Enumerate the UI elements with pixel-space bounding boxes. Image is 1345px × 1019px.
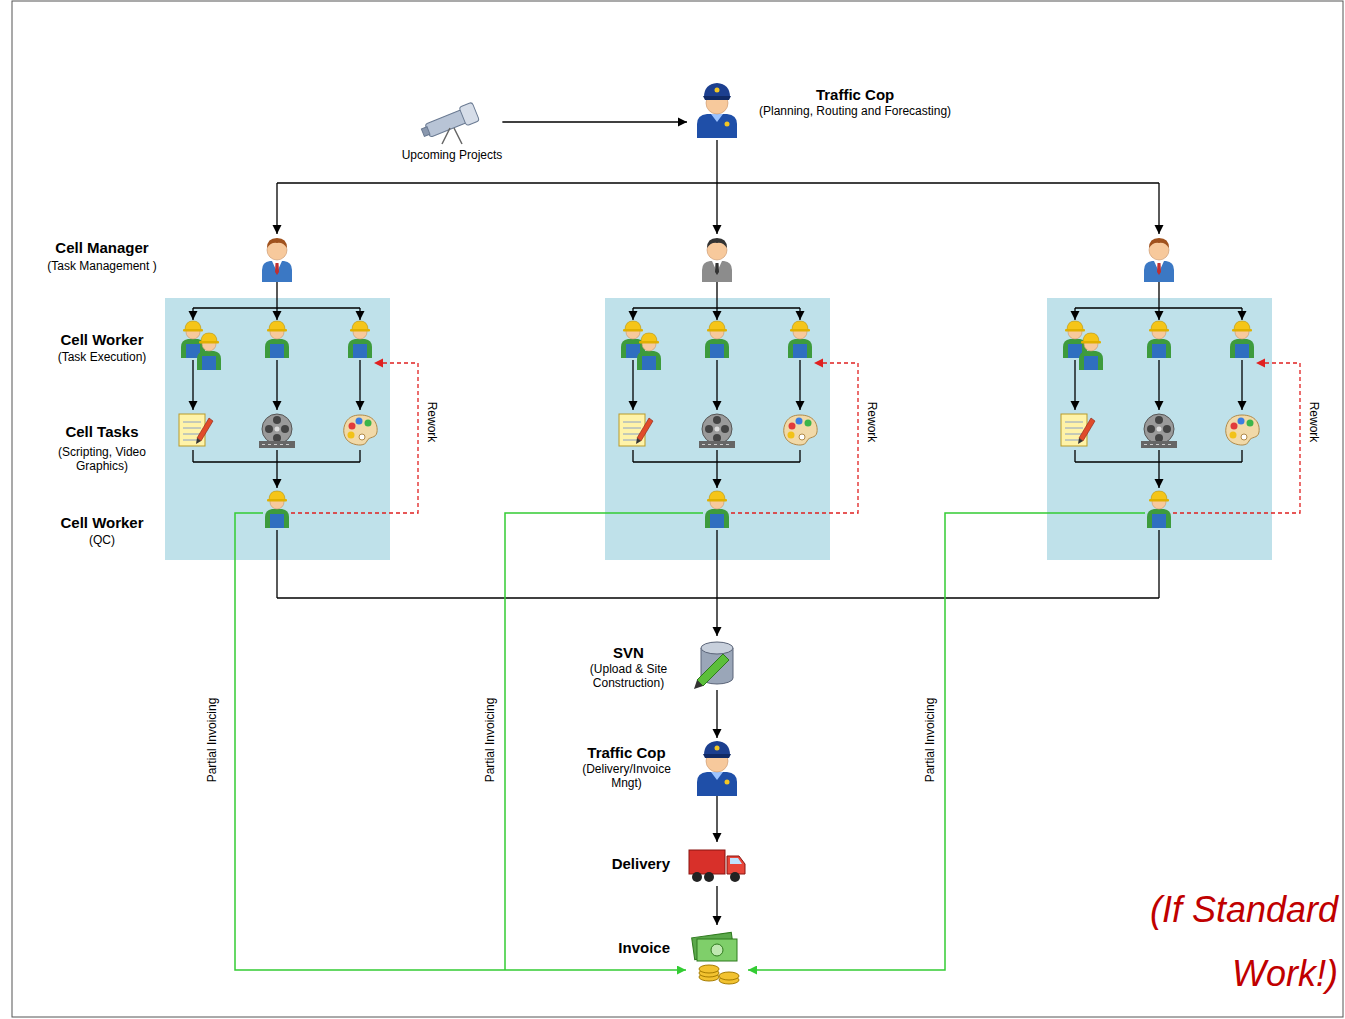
- row-label: Cell Worker: [60, 331, 143, 349]
- row-sublabel: (Scripting, Video Graphics): [52, 445, 152, 473]
- node-subtitle: (Upload & Site Construction): [576, 662, 681, 690]
- money-icon: [692, 932, 739, 984]
- route-wire: [1158, 183, 1159, 234]
- node-title: Invoice: [618, 939, 670, 957]
- rework-label: Rework: [1307, 402, 1321, 443]
- svn-icon: [694, 642, 733, 689]
- work-cell: [605, 282, 858, 598]
- cell-manager-icon: [262, 238, 292, 282]
- flow-arrow: [716, 690, 717, 738]
- rework-label: Rework: [865, 402, 879, 443]
- role-node: Traffic Cop(Planning, Routing and Foreca…: [687, 80, 951, 140]
- work-cell: [165, 282, 418, 598]
- merge-wire: [716, 598, 717, 636]
- node-title: Traffic Cop: [574, 744, 679, 762]
- role-node: SVN(Upload & Site Construction): [576, 638, 745, 690]
- row-sublabel: (Task Management ): [47, 259, 156, 273]
- row-label: Cell Tasks: [65, 423, 138, 441]
- role-node: Invoice: [618, 925, 752, 987]
- node-title: Upcoming Projects: [402, 148, 503, 162]
- traffic-cop-icon: [697, 741, 737, 796]
- role-node: Delivery: [612, 842, 752, 886]
- route-wire: [277, 182, 1159, 183]
- row-sublabel: (QC): [89, 533, 115, 547]
- flow-arrow: [502, 121, 687, 122]
- work-cell: [1047, 282, 1300, 598]
- cell-manager-icon: [1144, 238, 1174, 282]
- node-title: Traffic Cop: [759, 86, 951, 104]
- rework-label: Rework: [425, 402, 439, 443]
- telescope-icon: [419, 102, 479, 144]
- invoice-path-label: Partial Invoicing: [483, 698, 497, 783]
- invoice-path-label: Partial Invoicing: [923, 698, 937, 783]
- node-subtitle: (Delivery/Invoice Mngt): [574, 762, 679, 790]
- route-wire: [276, 183, 277, 234]
- row-label: Cell Manager: [55, 239, 148, 257]
- node-subtitle: (Planning, Routing and Forecasting): [759, 104, 951, 118]
- invoice-wire: [748, 513, 1145, 970]
- node-title: SVN: [576, 644, 681, 662]
- truck-icon: [689, 850, 745, 882]
- flow-arrow: [716, 886, 717, 925]
- invoice-wire: [505, 513, 703, 970]
- note-callout: (If Standard Work!): [1108, 878, 1338, 1006]
- cell-manager-icon: [702, 238, 732, 282]
- page-frame: [12, 1, 1343, 1017]
- node-title: Delivery: [612, 855, 670, 873]
- invoice-path-label: Partial Invoicing: [205, 698, 219, 783]
- row-label: Cell Worker: [60, 514, 143, 532]
- route-wire: [716, 140, 717, 234]
- role-node: Traffic Cop(Delivery/Invoice Mngt): [574, 738, 747, 796]
- flow-arrow: [716, 796, 717, 842]
- row-sublabel: (Task Execution): [58, 350, 147, 364]
- role-node: Upcoming Projects: [402, 98, 503, 162]
- merge-wire: [277, 597, 1159, 598]
- invoice-wire: [235, 513, 686, 970]
- edge-layer: [502, 122, 717, 925]
- traffic-cop-icon: [697, 83, 737, 138]
